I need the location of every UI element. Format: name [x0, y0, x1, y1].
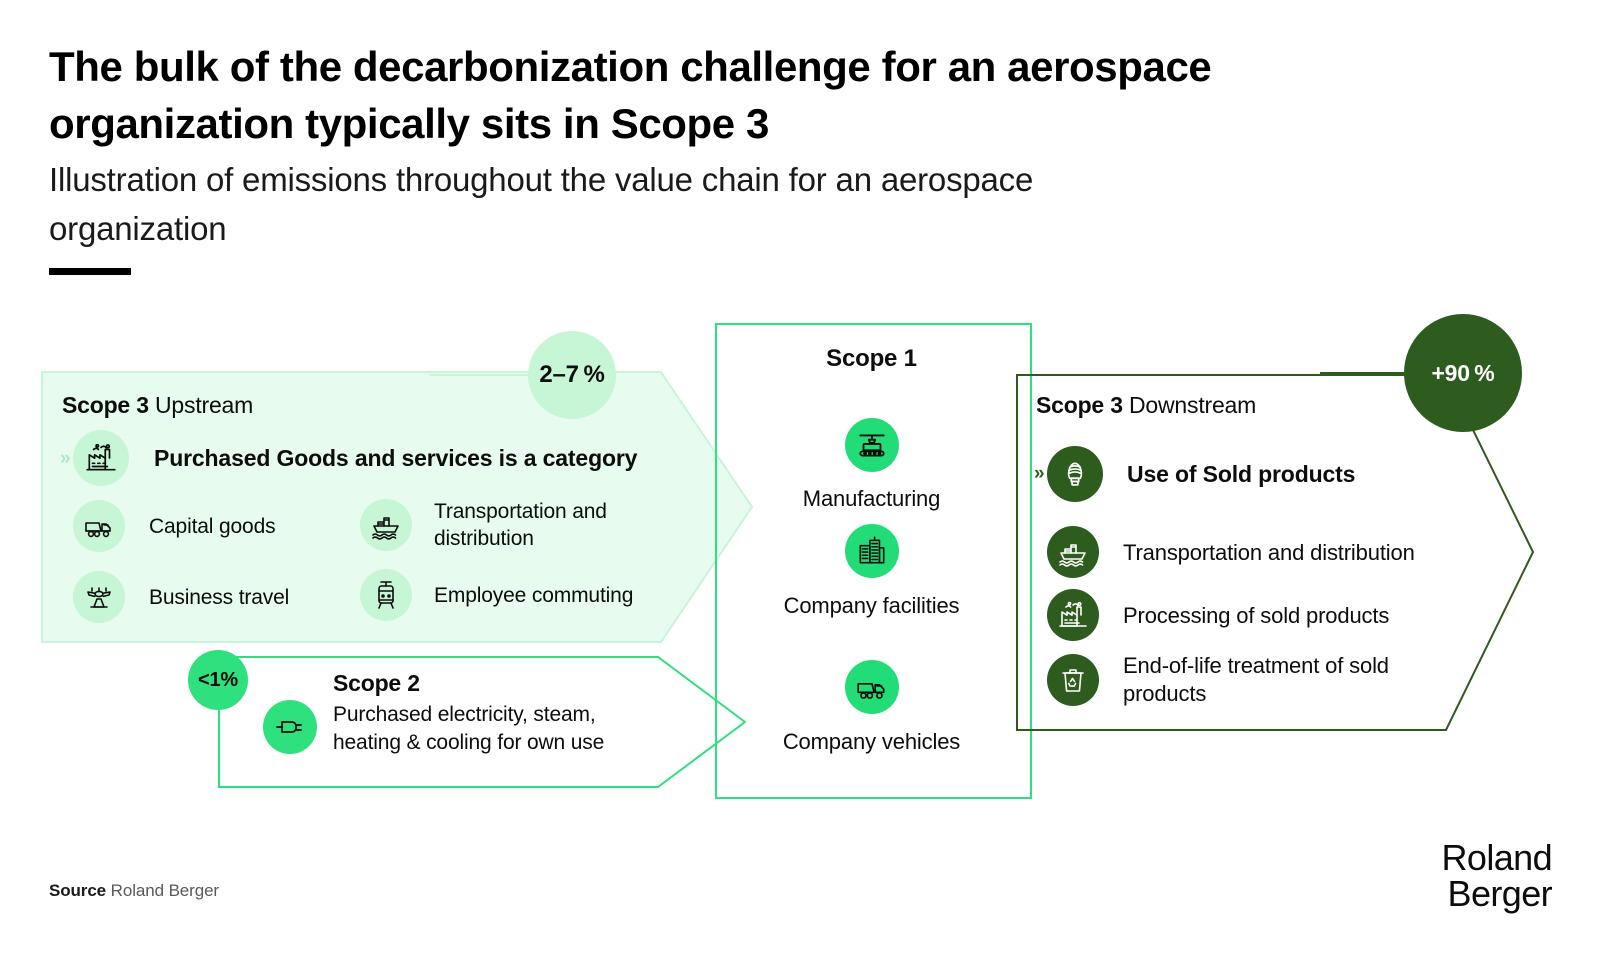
upstream-item-label: Employee commuting	[434, 583, 634, 607]
upstream-item-employee-commuting[interactable]: Employee commuting	[360, 569, 634, 621]
scope3-downstream-arrow-shape	[1016, 374, 1534, 731]
roland-berger-logo: Roland Berger	[1441, 837, 1553, 914]
power-plug-icon	[263, 700, 317, 754]
scope2-text-block: Scope 2 Purchased electricity, steam, he…	[333, 670, 663, 757]
upstream-item-business-travel[interactable]: Business travel	[73, 571, 349, 623]
logo-line-2: Berger	[1447, 873, 1553, 914]
assembly-line-icon	[844, 418, 899, 472]
airplane-icon	[73, 571, 125, 623]
scope1-item-label: Manufacturing	[802, 486, 941, 511]
downstream-item-label: Processing of sold products	[1123, 602, 1390, 628]
source-value: Roland Berger	[110, 881, 219, 900]
upstream-double-chevron-icon: »	[60, 448, 71, 469]
downstream-item-label: Transportation and distribution	[1123, 539, 1415, 565]
downstream-percentage-badge: +90 %	[1404, 314, 1522, 432]
upstream-item-label: Purchased Goods and services is a catego…	[154, 444, 638, 471]
downstream-item-label: Use of Sold products	[1127, 460, 1356, 487]
scope3-upstream-heading-rest: Upstream	[155, 392, 254, 418]
dump-truck-icon	[73, 500, 125, 552]
scope1-item-label: Company vehicles	[782, 729, 961, 754]
scope3-downstream-heading-rest: Downstream	[1129, 392, 1257, 418]
dump-truck-icon	[844, 660, 899, 714]
upstream-item-label: Capital goods	[149, 514, 276, 538]
upstream-item-label: Business travel	[149, 585, 290, 609]
scope1-title: Scope 1	[826, 345, 917, 372]
page-subtitle: Illustration of emissions throughout the…	[49, 161, 1034, 247]
scope3-downstream-heading: Scope 3 Downstream	[1036, 392, 1256, 419]
cfl-bulb-icon	[1047, 446, 1103, 502]
upstream-item-capital-goods[interactable]: Capital goods	[73, 500, 339, 552]
scope2-label: Purchased electricity, steam, heating & …	[333, 703, 605, 754]
upstream-percentage-badge: 2–7 %	[528, 331, 616, 419]
scope3-upstream-heading: Scope 3 Upstream	[62, 392, 253, 419]
tram-icon	[360, 569, 412, 621]
scope2-icon-wrap	[263, 700, 317, 754]
downstream-double-chevron-icon: »	[1034, 463, 1045, 484]
downstream-item-transportation[interactable]: Transportation and distribution	[1047, 526, 1415, 578]
factory-icon	[1047, 589, 1099, 641]
recycle-bin-icon	[1047, 654, 1099, 706]
scope1-item-manufacturing[interactable]: Manufacturing	[715, 418, 1028, 512]
downstream-item-use-of-sold-products[interactable]: Use of Sold products	[1047, 446, 1355, 502]
scope2-title: Scope 2	[333, 670, 420, 696]
scope2-arrow-shape	[218, 656, 746, 788]
office-buildings-icon	[844, 524, 899, 578]
cargo-ship-icon	[360, 499, 412, 551]
scope1-box	[715, 323, 1032, 799]
scope3-upstream-heading-bold: Scope 3	[62, 392, 149, 418]
page-title: The bulk of the decarbonization challeng…	[49, 43, 1212, 147]
upstream-item-label: Transportation and distribution	[434, 500, 607, 550]
logo-line-1: Roland	[1441, 837, 1553, 878]
downstream-item-end-of-life[interactable]: End-of-life treatment of sold products	[1047, 652, 1423, 708]
downstream-badge-connector	[1320, 372, 1412, 374]
factory-icon	[73, 430, 129, 486]
downstream-item-processing[interactable]: Processing of sold products	[1047, 589, 1389, 641]
cargo-ship-icon	[1047, 526, 1099, 578]
scope1-item-company-vehicles[interactable]: Company vehicles	[715, 660, 1028, 756]
scope2-percentage-badge: <1%	[188, 650, 248, 710]
upstream-item-purchased-goods[interactable]: Purchased Goods and services is a catego…	[73, 430, 637, 486]
upstream-badge-connector	[430, 374, 540, 376]
scope1-item-company-facilities[interactable]: Company facilities	[715, 524, 1028, 620]
source-note: Source Roland Berger	[49, 881, 219, 901]
downstream-item-label: End-of-life treatment of sold products	[1123, 653, 1389, 706]
upstream-item-transportation[interactable]: Transportation and distribution	[360, 498, 649, 552]
title-rule	[49, 268, 131, 275]
scope1-item-label: Company facilities	[783, 593, 960, 618]
scope3-downstream-heading-bold: Scope 3	[1036, 392, 1123, 418]
source-label: Source	[49, 881, 107, 900]
